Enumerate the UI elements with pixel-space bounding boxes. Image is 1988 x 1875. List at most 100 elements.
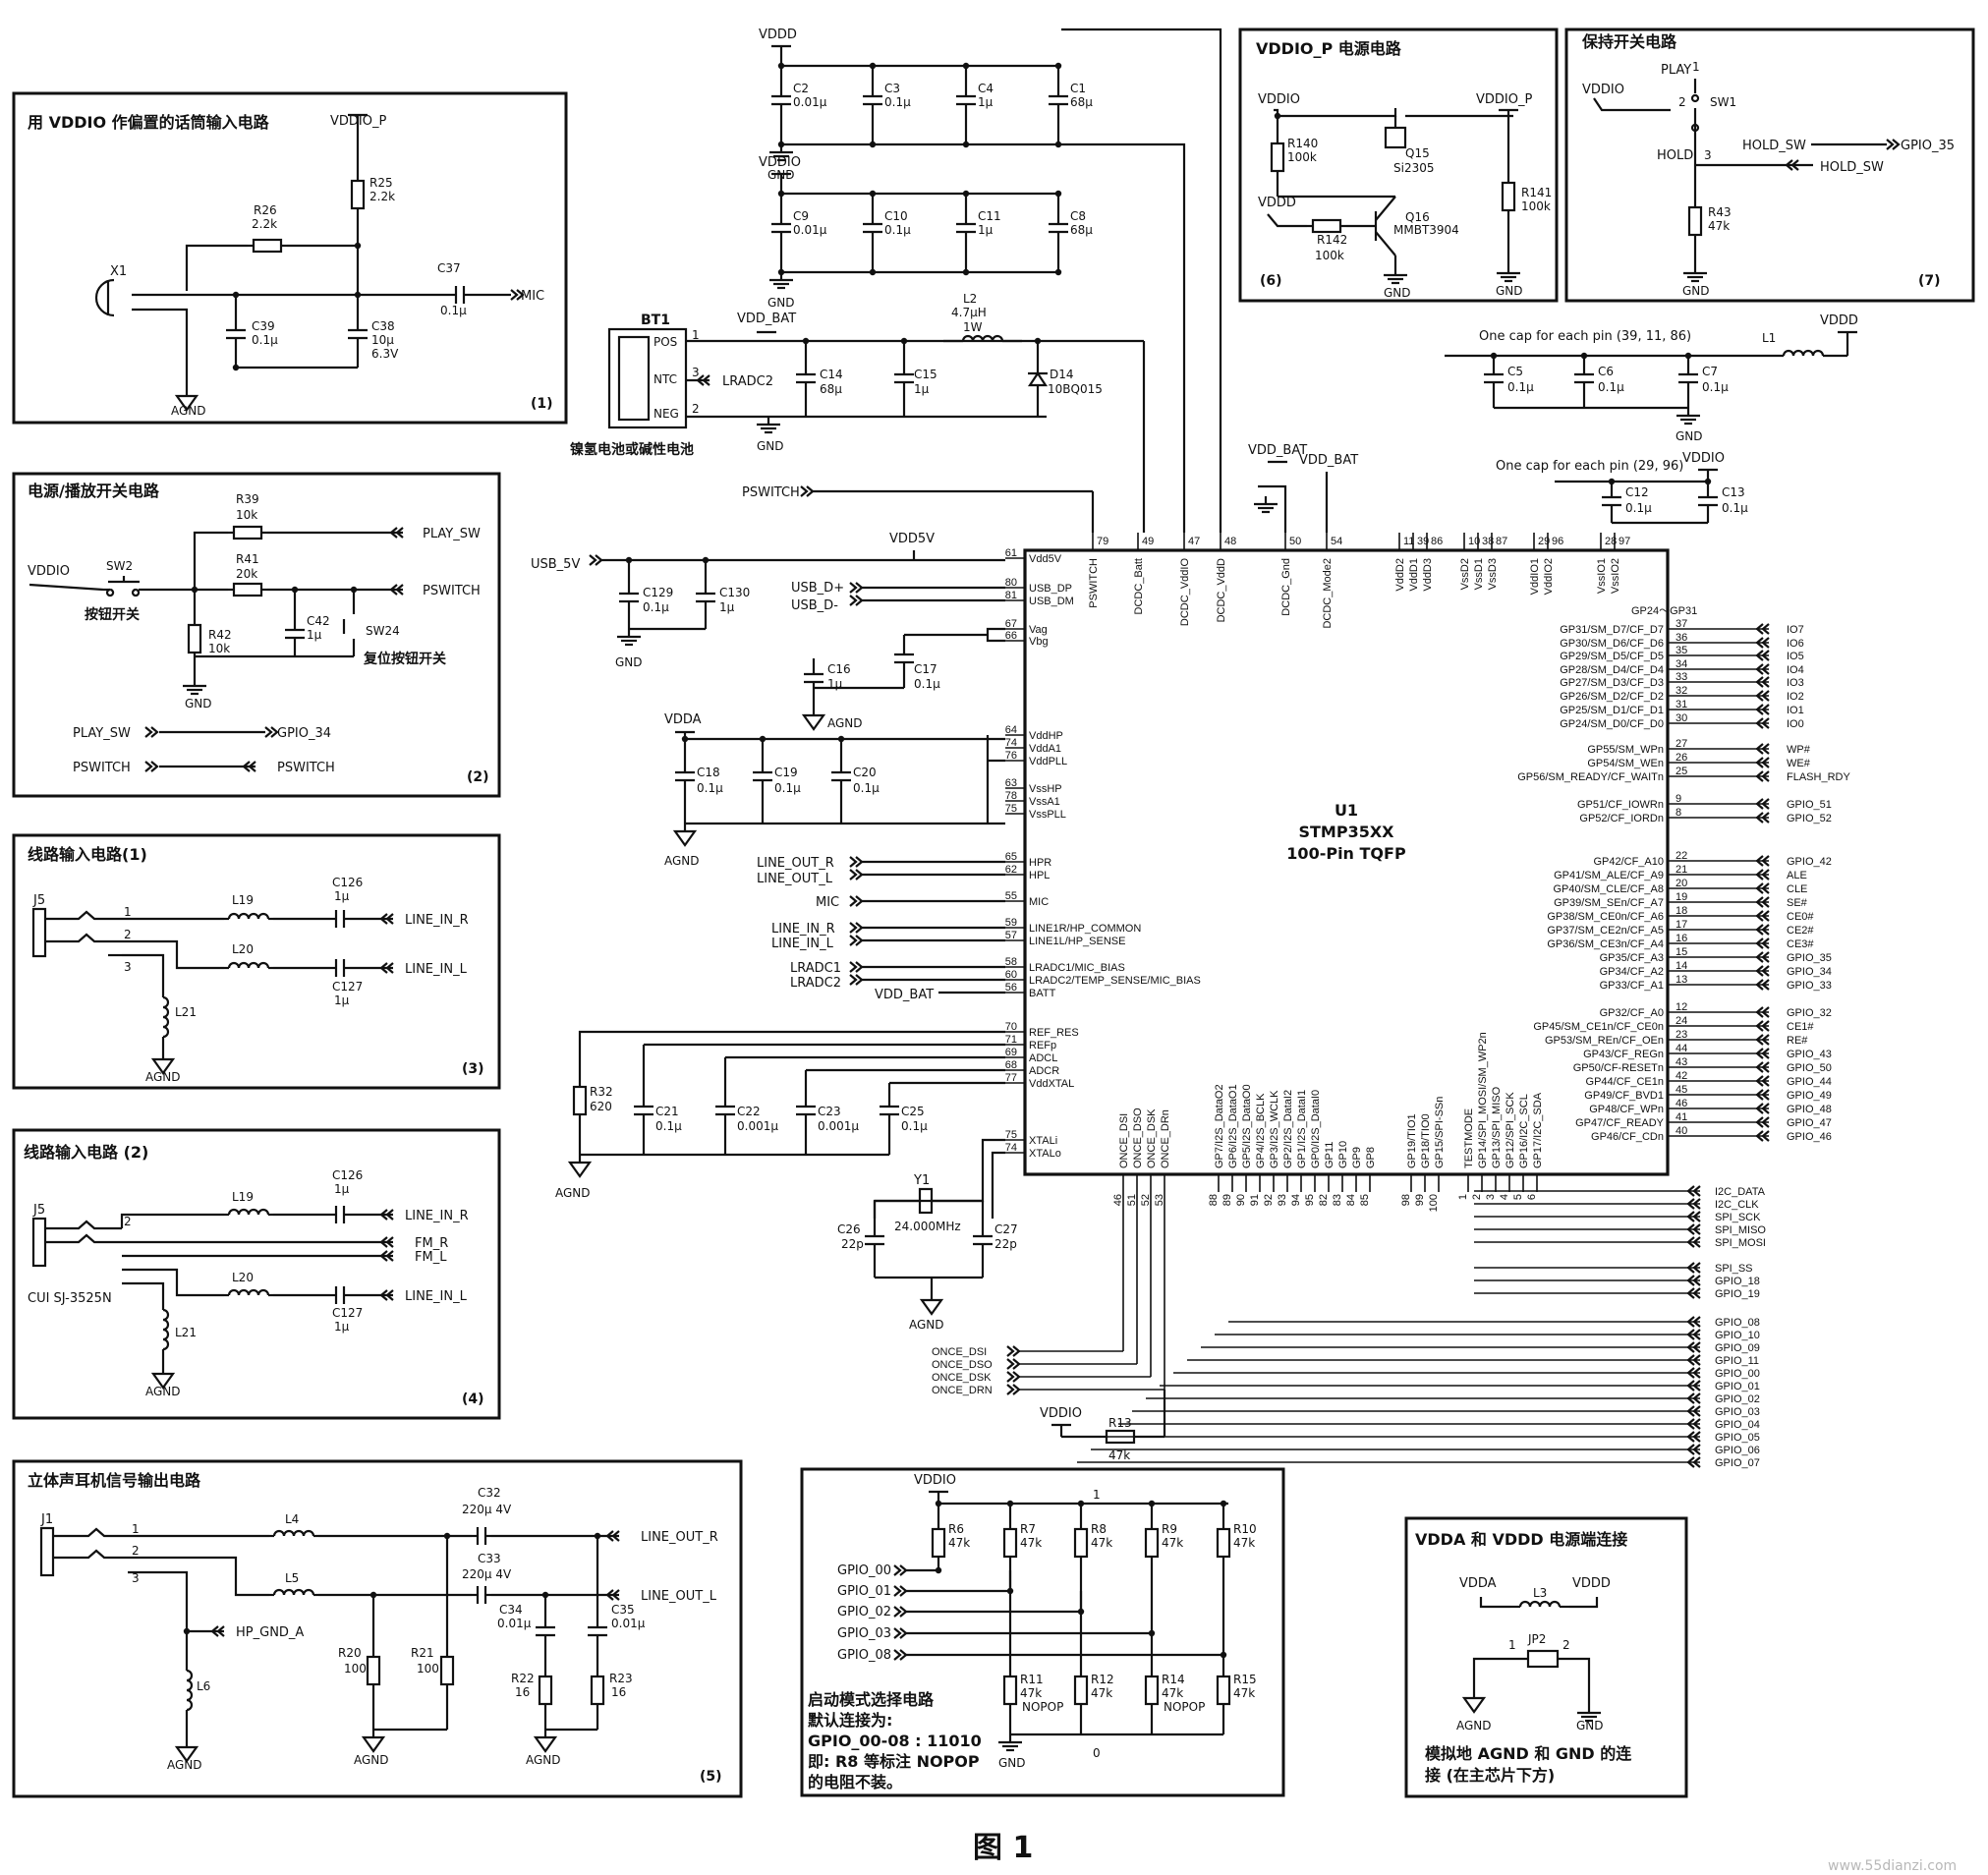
pin-num: 71: [1005, 1034, 1017, 1046]
port-arrow-icon: [1006, 1371, 1021, 1383]
label: GND: [1384, 286, 1411, 300]
label: Y1: [913, 1173, 930, 1188]
label: R21: [411, 1646, 434, 1660]
switch-sw1-icon: [1690, 93, 1700, 103]
label: 3: [124, 960, 132, 974]
port-arrow-icon: [1755, 910, 1770, 922]
port-arrow-icon: [1755, 798, 1770, 810]
pin-name: ADCL: [1029, 1052, 1057, 1064]
port-arrow-icon: [589, 554, 603, 566]
label: 6.3V: [371, 347, 399, 361]
agnd-triangle-icon: [567, 1161, 593, 1178]
net-RE#: RE#: [1787, 1035, 1808, 1047]
pin-num: 85: [1359, 1194, 1371, 1206]
pin-num: 91: [1249, 1194, 1261, 1206]
pin-num: 56: [1005, 982, 1017, 994]
pin-name: GP49/CF_BVD1: [1584, 1090, 1664, 1102]
pin-num: 96: [1552, 536, 1563, 547]
label: C37: [437, 261, 461, 275]
label: USB_D-: [791, 598, 838, 613]
pin-num: 17: [1676, 919, 1687, 931]
port-arrow-icon: [1006, 1345, 1021, 1357]
label: 1: [1692, 60, 1700, 74]
label: GND: [1576, 1719, 1604, 1733]
label: R10: [1233, 1522, 1257, 1536]
label: Q16: [1405, 210, 1430, 224]
net-IO6: IO6: [1787, 638, 1804, 650]
pin-num: 53: [1154, 1194, 1165, 1206]
pin-name: GP41/SM_ALE/CF_A9: [1554, 870, 1664, 881]
label: 2.2k: [252, 217, 277, 231]
label: R32: [590, 1085, 613, 1099]
label: C13: [1722, 485, 1745, 499]
pin-name: GP30/SM_D6/CF_D6: [1560, 638, 1664, 650]
port-arrow-icon: [1686, 1329, 1701, 1340]
label: SW1: [1710, 95, 1736, 109]
pin-name: Vdd5V: [1029, 553, 1062, 565]
wire: [132, 308, 189, 388]
wire: [45, 1220, 122, 1230]
pin-name: GP19/TIO1: [1406, 1113, 1418, 1168]
label: GND: [1682, 284, 1710, 298]
agnd-triangle-icon: [150, 1372, 176, 1390]
wire: [1061, 28, 1222, 533]
pin-name: GP46/CF_CDn: [1591, 1131, 1664, 1143]
label: D14: [1050, 368, 1074, 381]
pin-name: HPR: [1029, 857, 1051, 869]
label: C9: [793, 209, 809, 223]
port-arrow-icon: [1686, 1405, 1701, 1417]
port-arrow-icon: [144, 726, 159, 738]
pin-num: 62: [1005, 864, 1017, 876]
label: HOLD_SW: [1820, 160, 1884, 175]
port-arrow-icon: [1755, 896, 1770, 908]
pin-num: 70: [1005, 1021, 1017, 1033]
pin-num: 75: [1005, 803, 1017, 815]
pin-num: 94: [1290, 1194, 1302, 1206]
pin-name: GP14/SPI_MOSI/SM_WP2n: [1477, 1032, 1489, 1168]
section-2-title: 电源/播放开关电路: [28, 482, 160, 500]
pin-num: 82: [1318, 1194, 1330, 1206]
pin-name: GP10: [1337, 1141, 1349, 1168]
pin-name: ONCE_DSK: [1146, 1108, 1158, 1168]
label: 2: [124, 928, 132, 941]
pin-num: 65: [1005, 851, 1017, 863]
pin-name: GP2/I2S_DataI2: [1282, 1090, 1294, 1168]
label: LRADC2: [722, 374, 773, 389]
inductor: [1518, 1600, 1562, 1608]
port-arrow-icon: [264, 726, 279, 738]
pin-name: GP44/CF_CE1n: [1586, 1076, 1664, 1088]
port-arrow-icon: [379, 913, 394, 925]
pin-name: DCDC_Mode2: [1322, 558, 1334, 629]
inductor: [162, 1308, 170, 1351]
label: 1μ: [334, 1320, 350, 1334]
label: VDD5V: [889, 532, 935, 546]
label: J5: [32, 1203, 45, 1218]
label: 4.7μH: [951, 306, 987, 319]
pin-name: GP12/SPI_SCK: [1505, 1092, 1516, 1168]
port-arrow-icon: [1755, 770, 1770, 782]
pin-num: 58: [1005, 956, 1017, 968]
label: GPIO_00-08 : 11010: [808, 1732, 982, 1750]
port-arrow-icon: [1755, 1075, 1770, 1087]
label: 47k: [1162, 1536, 1183, 1550]
net-GPIO_10: GPIO_10: [1715, 1330, 1760, 1341]
section-6-title: VDDIO_P 电源电路: [1256, 39, 1402, 58]
label: R25: [369, 176, 393, 190]
label: 68μ: [1070, 95, 1093, 109]
port-arrow-icon: [849, 935, 864, 946]
label: 1: [1093, 1488, 1101, 1502]
label: L4: [285, 1512, 299, 1526]
label: POS: [653, 335, 677, 349]
label: 0: [1093, 1746, 1101, 1760]
label: 即: R8 等标注 NOPOP: [808, 1752, 980, 1771]
label: 1μ: [914, 382, 930, 396]
wire: [986, 627, 1005, 643]
label: R26: [254, 203, 277, 217]
label: PLAY_SW: [423, 527, 481, 541]
resistor: [1073, 1527, 1089, 1559]
label: L2: [963, 292, 977, 306]
label: 按钮开关: [85, 606, 140, 623]
pin-name: ONCE_DSO: [1132, 1108, 1144, 1168]
net-WE#: WE#: [1787, 758, 1811, 769]
label: HOLD: [1657, 148, 1693, 163]
